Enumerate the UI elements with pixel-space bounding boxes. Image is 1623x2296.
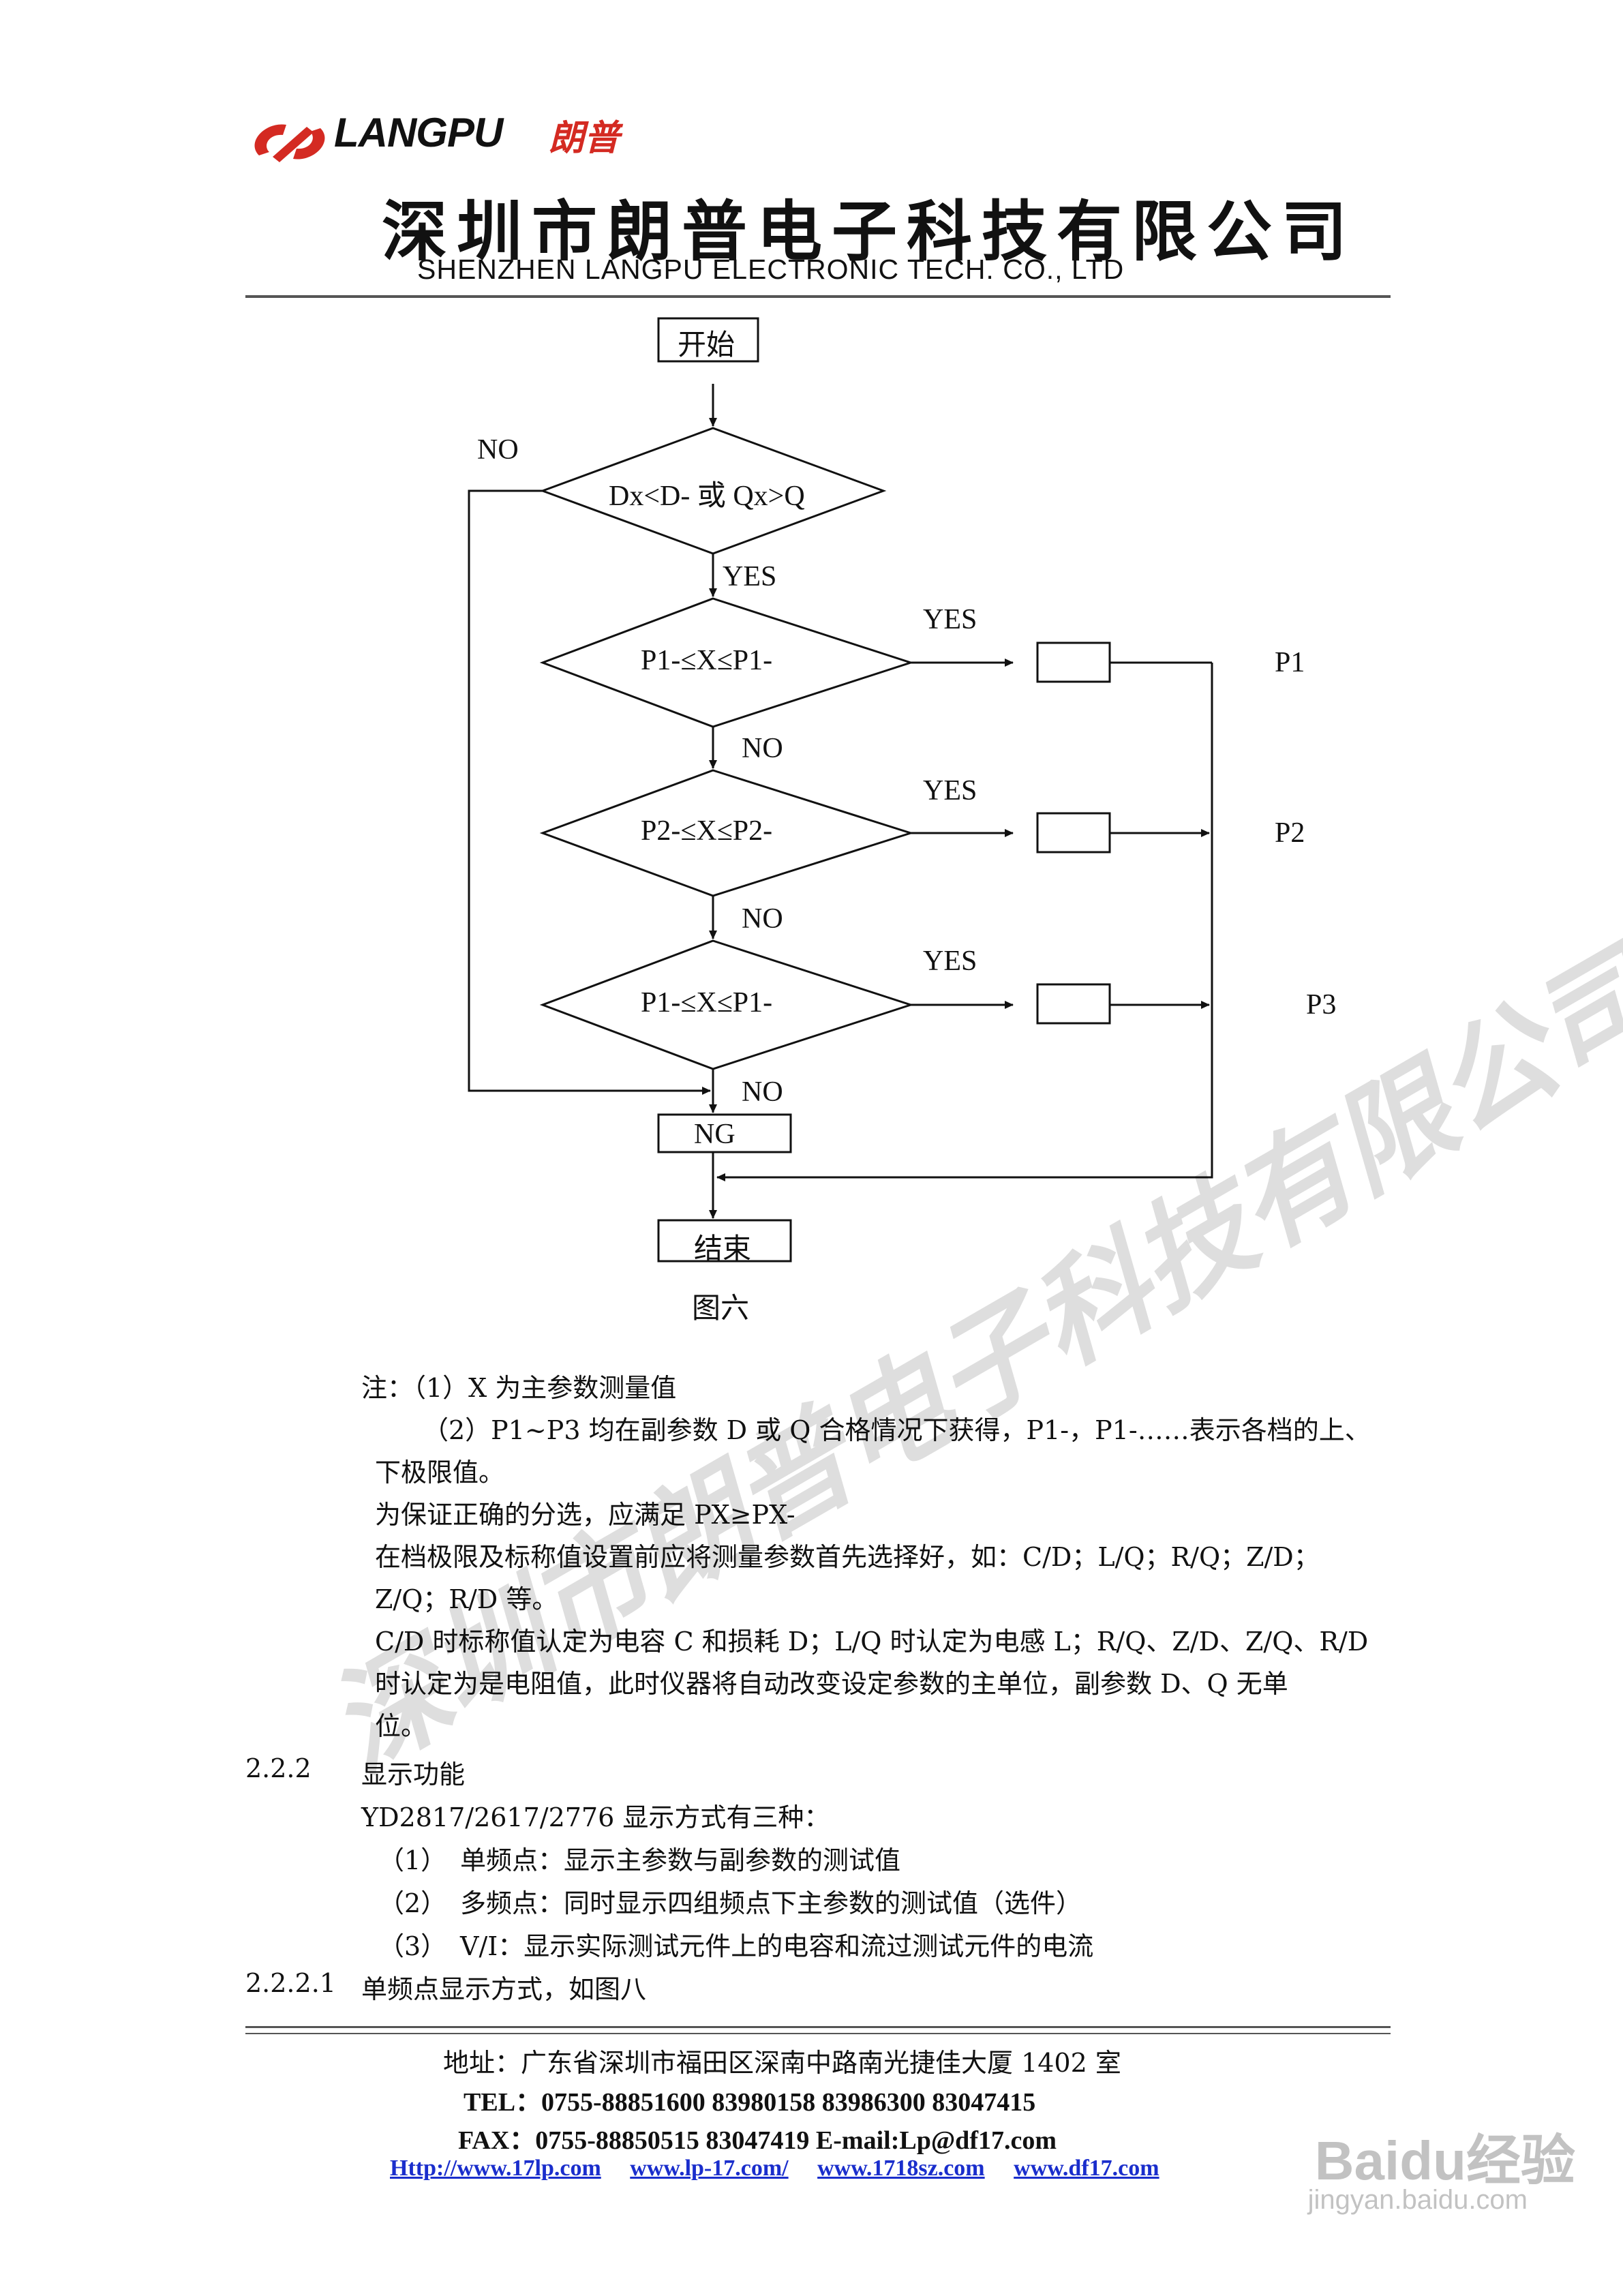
- yes1-label: YES: [923, 604, 977, 635]
- item-text: 单频点：显示主参数与副参数的测试值: [460, 1845, 901, 1875]
- yes2-label: YES: [923, 775, 977, 806]
- yes0-label: YES: [723, 561, 777, 592]
- company-name-cn: 深圳市朗普电子科技有限公司: [382, 193, 1356, 270]
- item-number: （3）: [378, 1931, 447, 1961]
- item-number: （1）: [378, 1845, 447, 1875]
- start-label: 开始: [678, 330, 735, 361]
- no0-label: NO: [477, 434, 519, 466]
- note-line: C/D 时标称值认定为电容 C 和损耗 D；L/Q 时认定为电感 L；R/Q、Z…: [375, 1627, 1369, 1657]
- footer-fax: FAX：0755-88850515 83047419 E-mail:Lp@df1…: [458, 2126, 1057, 2155]
- no1-label: NO: [742, 733, 783, 764]
- cond2-label: P2-≤X≤P2-: [641, 815, 773, 847]
- link-17lp[interactable]: Http://www.17lp.com: [390, 2156, 601, 2181]
- footer-divider: [245, 2026, 1391, 2028]
- section-title: 显示功能: [361, 1759, 466, 1789]
- ng-label: NG: [694, 1119, 735, 1150]
- subsection-number: 2.2.2.1: [245, 1968, 336, 1998]
- link-1718sz[interactable]: www.1718sz.com: [817, 2156, 985, 2181]
- subsection-title: 单频点显示方式，如图八: [361, 1974, 647, 2004]
- note-line: 在档极限及标称值设置前应将测量参数首先选择好，如：C/D；L/Q；R/Q；Z/D…: [375, 1542, 1320, 1572]
- langpu-logo-icon: [254, 124, 325, 162]
- start-box: [657, 317, 759, 363]
- footer-tel: TEL：0755-88851600 83980158 83986300 8304…: [464, 2088, 1036, 2117]
- link-df17[interactable]: www.df17.com: [1014, 2156, 1159, 2181]
- p3-box: [1036, 983, 1111, 1025]
- p1-output-label: P1: [1275, 647, 1305, 678]
- link-lp-17[interactable]: www.lp-17.com/: [630, 2156, 789, 2181]
- note-line: Z/Q；R/D 等。: [375, 1584, 558, 1614]
- note-line: 位。: [375, 1711, 427, 1741]
- figure-caption: 图六: [692, 1291, 750, 1325]
- note-line: 注：（1）X 为主参数测量值: [361, 1373, 677, 1403]
- section-number: 2.2.2: [245, 1753, 312, 1783]
- cond1-label: P1-≤X≤P1-: [641, 645, 773, 676]
- footer-divider-thin: [245, 2033, 1391, 2034]
- baidu-watermark-url: jingyan.baidu.com: [1307, 2185, 1528, 2215]
- note-line: 为保证正确的分选，应满足 PX≥PX-: [375, 1500, 795, 1530]
- footer-links: Http://www.17lp.com www.lp-17.com/ www.1…: [390, 2156, 1183, 2181]
- cond3-label: P1-≤X≤P1-: [641, 987, 773, 1018]
- notes-block: 注：（1）X 为主参数测量值 （2）P1~P3 均在副参数 D 或 Q 合格情况…: [361, 1367, 1397, 1747]
- header-divider: [245, 295, 1391, 298]
- note-line: （2）P1~P3 均在副参数 D 或 Q 合格情况下获得，P1-，P1-……表示…: [423, 1415, 1371, 1445]
- section-intro: YD2817/2617/2776 显示方式有三种：: [361, 1802, 830, 1832]
- note-line: 时认定为是电阻值，此时仪器将自动改变设定参数的主单位，副参数 D、Q 无单: [375, 1669, 1288, 1699]
- item-text: 多频点：同时显示四组频点下主参数的测试值（选件）: [460, 1888, 1082, 1918]
- note-line: 下极限值。: [375, 1457, 505, 1487]
- footer-address: 地址：广东省深圳市福田区深南中路南光捷佳大厦 1402 室: [443, 2048, 1121, 2078]
- logo-text: LANGPU: [334, 110, 503, 155]
- p2-output-label: P2: [1275, 817, 1305, 849]
- baidu-watermark: Baidu经验: [1314, 2130, 1575, 2191]
- end-box: [657, 1219, 792, 1263]
- p1-box: [1036, 641, 1111, 683]
- no2-label: NO: [742, 903, 783, 935]
- company-name-en: SHENZHEN LANGPU ELECTRONIC TECH. CO., LT…: [417, 254, 1125, 285]
- item-number: （2）: [378, 1888, 447, 1918]
- end-label: 结束: [694, 1234, 752, 1265]
- p2-box: [1036, 812, 1111, 854]
- cond0-label: Dx<D- 或 Qx>Q: [609, 481, 805, 512]
- flowchart: [468, 317, 1213, 1263]
- no3-label: NO: [742, 1076, 783, 1108]
- item-text: V/I：显示实际测试元件上的电容和流过测试元件的电流: [460, 1931, 1094, 1961]
- p3-output-label: P3: [1306, 989, 1337, 1021]
- logo-cn: 朗普: [549, 118, 620, 159]
- yes3-label: YES: [923, 946, 977, 977]
- ng-box: [657, 1113, 792, 1153]
